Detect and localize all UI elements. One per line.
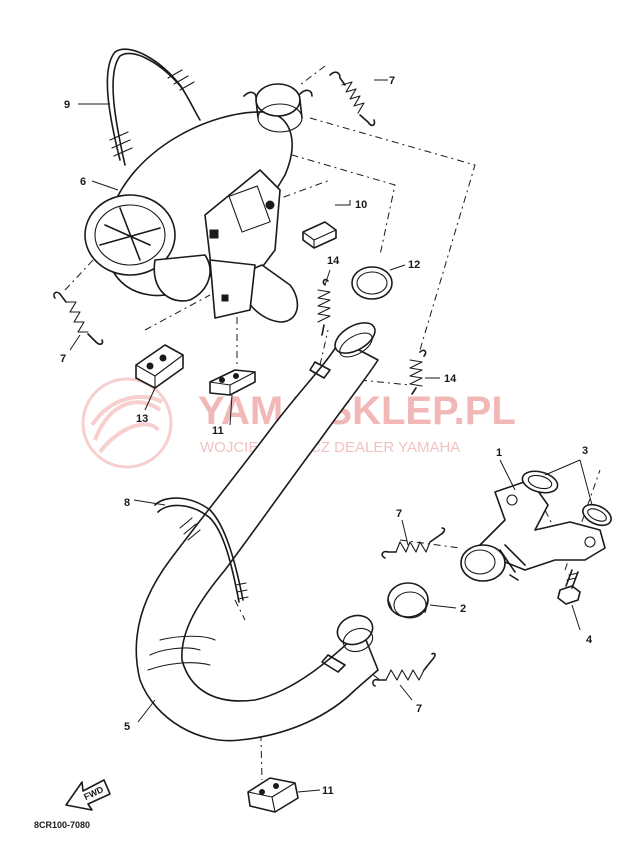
spring-14-top (317, 278, 331, 336)
leader-lines (69, 79, 593, 793)
watermark-sub-text: WOJCIECHOWICZ DEALER YAMAHA (200, 439, 460, 456)
callouts: 9 6 7 10 14 12 7 14 13 11 8 7 2 1 3 4 5 … (60, 75, 593, 797)
damper-11-upper-part (209, 369, 256, 396)
exhaust-manifold-part (460, 479, 606, 582)
gasket-2-part (387, 582, 429, 619)
bolt-part (557, 569, 581, 605)
spring-14-right (409, 349, 427, 395)
callout-14-right: 14 (444, 373, 457, 385)
gasket-3-parts (521, 470, 612, 527)
callout-13: 13 (136, 413, 148, 425)
callout-2: 2 (460, 603, 466, 615)
callout-11-upper: 11 (212, 425, 224, 437)
silencer-joint (243, 83, 313, 133)
callout-7-bottom: 7 (416, 703, 422, 715)
callout-10: 10 (355, 199, 367, 211)
spring-7-top (329, 71, 376, 127)
callout-6: 6 (80, 176, 86, 188)
damper-11-lower-part (247, 777, 299, 813)
spring-7-bottom (372, 652, 436, 687)
callout-4: 4 (586, 634, 593, 646)
spring-7-middle (381, 527, 446, 559)
callout-14-top: 14 (327, 255, 340, 267)
callout-12: 12 (408, 259, 420, 271)
callout-5: 5 (124, 721, 130, 733)
gasket-ring-part (351, 266, 393, 300)
silencer-part (84, 111, 299, 323)
watermark-logo-icon (81, 377, 173, 469)
diagram-code: 8CR100-7080 (34, 820, 90, 830)
forward-arrow-icon: FWD (65, 779, 111, 811)
callout-11-lower: 11 (322, 785, 334, 797)
exhaust-pipe-part (135, 322, 379, 742)
bracket-13-part (135, 344, 184, 389)
callout-8: 8 (124, 497, 130, 509)
callout-7-left: 7 (60, 353, 66, 365)
damper-part (302, 221, 337, 249)
callout-3: 3 (582, 445, 588, 457)
watermark-main-text: YAMA-SKLEP.PL (198, 389, 516, 433)
spring-7-left (53, 291, 104, 345)
callout-9: 9 (64, 99, 70, 111)
callout-7-top: 7 (389, 75, 395, 87)
callout-7-middle: 7 (396, 508, 402, 520)
silencer-strap-part (106, 48, 201, 166)
pipe-strap-part (154, 497, 249, 603)
callout-1: 1 (496, 447, 502, 459)
